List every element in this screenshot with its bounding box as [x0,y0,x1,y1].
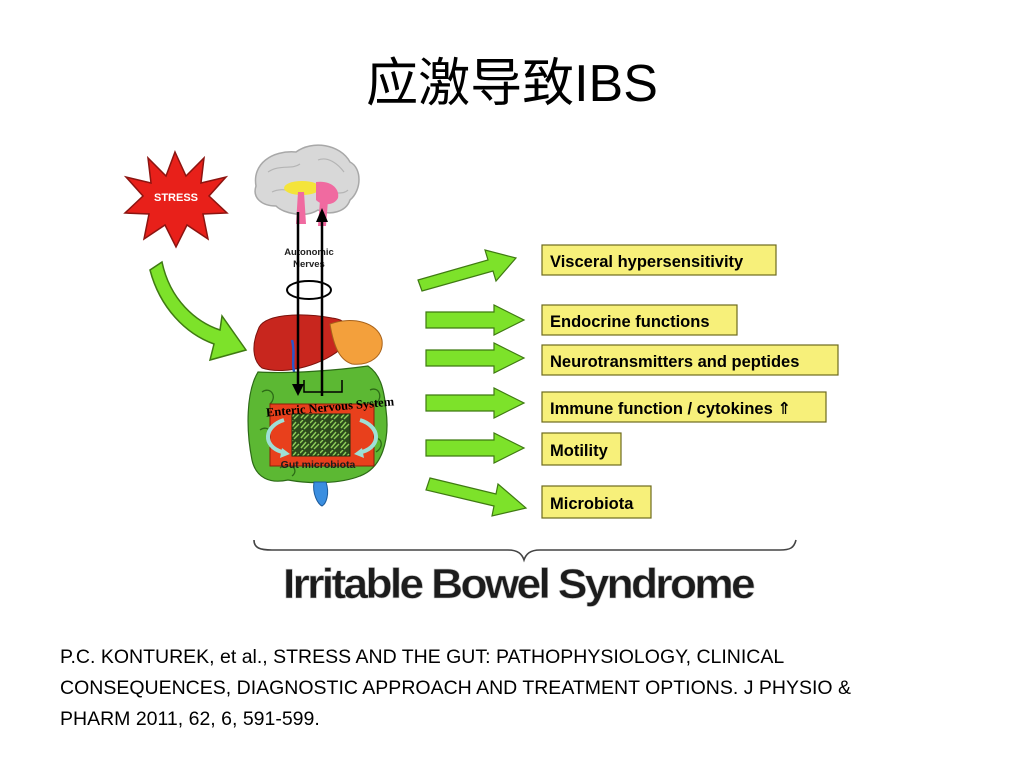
effect-box-motility: Motility [541,432,622,466]
title-cjk: 应激导致 [366,54,575,114]
autonomic-label-line1: Autonomic [284,247,334,258]
gut-organs [247,314,388,507]
gut-microbiota-label: Gut microbiota [281,459,356,471]
citation-line: PHARM 2011, 62, 6, 591-599. [60,708,320,730]
citation: P.C. KONTUREK, et al., STRESS AND THE GU… [60,642,960,735]
autonomic-label-line2: Nerves [293,259,325,270]
grouping-brace [253,539,797,563]
effect-label: Microbiota [550,495,634,513]
title-latin: IBS [574,55,658,113]
autonomic-nerves [286,208,343,396]
effect-label: Endocrine functions [550,313,710,331]
stress-starburst: STRESS [123,150,229,249]
slide-title: 应激导致IBS [0,58,1024,110]
effect-label: Visceral hypersensitivity [550,253,744,271]
citation-line: P.C. KONTUREK, et al., STRESS AND THE GU… [60,646,785,668]
effect-box-neurotransmitters: Neurotransmitters and peptides [541,344,839,376]
effect-label: Immune function / cytokines ⇑ [550,400,791,418]
effect-box-visceral: Visceral hypersensitivity [541,244,777,276]
effect-arrows [417,249,528,517]
stress-label: STRESS [154,192,198,204]
effect-box-microbiota: Microbiota [541,485,652,519]
effect-label: Motility [550,442,609,460]
effect-box-immune: Immune function / cytokines ⇑ [541,391,827,423]
effect-label: Neurotransmitters and peptides [550,353,799,371]
citation-line: CONSEQUENCES, DIAGNOSTIC APPROACH AND TR… [60,677,851,699]
stress-to-gut-arrow [149,260,248,362]
brain [254,144,360,226]
syndrome-label: Irritable Bowel Syndrome [283,560,754,607]
effect-box-endocrine: Endocrine functions [541,304,738,336]
